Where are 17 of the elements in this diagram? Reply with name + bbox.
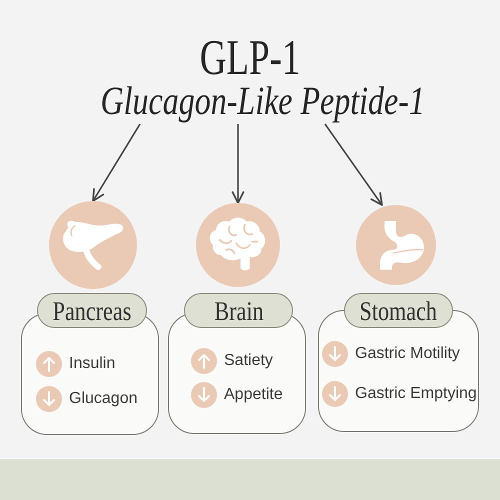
effect-text: Appetite [224, 385, 283, 405]
heading: GLP-1 [200, 34, 300, 80]
effect-text: Insulin [69, 354, 116, 374]
effect-text: Glucagon [69, 389, 138, 409]
subheading: Glucagon-Like Peptide-1 [100, 80, 425, 122]
brain-icon [196, 203, 280, 287]
pancreas-icon [49, 201, 137, 289]
stomach-icon [356, 205, 436, 285]
organ-label: Stomach [344, 293, 453, 328]
organ-label: Brain [184, 293, 293, 328]
arrow [232, 124, 244, 204]
organ-label: Pancreas [37, 293, 147, 328]
effect-text: Satiety [224, 351, 273, 371]
arrow [324, 124, 383, 206]
effect-text: Gastric Emptying [355, 384, 477, 404]
effect-text: Gastric Motility [355, 344, 460, 364]
arrow [92, 124, 141, 202]
